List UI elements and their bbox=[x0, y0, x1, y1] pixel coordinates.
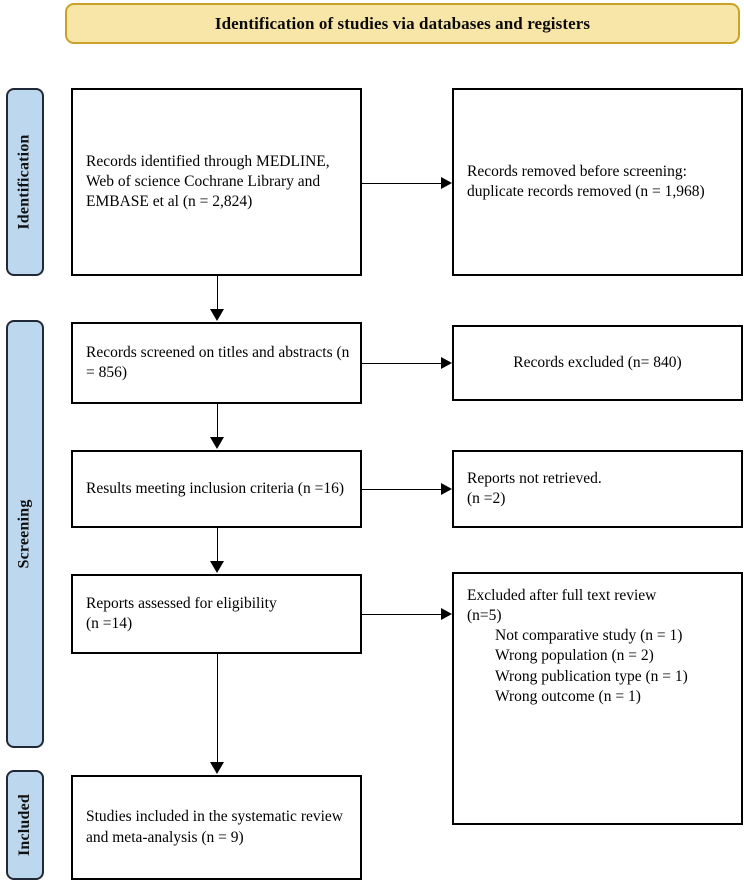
arrowhead-down-icon bbox=[210, 762, 224, 774]
arrowhead-right-icon bbox=[441, 483, 452, 495]
box-results-meeting-criteria-text: Results meeting inclusion criteria (n =1… bbox=[86, 479, 344, 497]
stage-label-screening: Screening bbox=[6, 320, 44, 748]
box-records-identified: Records identified through MEDLINE, Web … bbox=[71, 88, 362, 276]
diagram-title: Identification of studies via databases … bbox=[214, 13, 591, 33]
excluded-full-line-2: (n=5) bbox=[467, 607, 502, 625]
stage-label-screening-text: Screening bbox=[16, 499, 33, 569]
arrowhead-down-icon bbox=[210, 437, 224, 449]
arrowhead-down-icon bbox=[210, 309, 224, 321]
reports-not-retrieved-line-2: (n =2) bbox=[467, 490, 506, 507]
box-reports-assessed: Reports assessed for eligibility (n =14) bbox=[71, 574, 362, 654]
excluded-reason-item: Wrong publication type (n = 1) bbox=[495, 667, 688, 685]
connector-results-to-not-retrieved bbox=[362, 489, 442, 490]
excluded-reason-item: Wrong outcome (n = 1) bbox=[495, 687, 641, 705]
box-records-excluded-text: Records excluded (n= 840) bbox=[513, 353, 682, 371]
box-results-meeting-criteria: Results meeting inclusion criteria (n =1… bbox=[71, 450, 362, 528]
stage-label-identification: Identification bbox=[6, 88, 44, 276]
connector-results-to-assessed bbox=[217, 528, 218, 562]
box-records-excluded: Records excluded (n= 840) bbox=[452, 325, 743, 401]
connector-screened-to-results bbox=[217, 404, 218, 438]
excluded-reason-item: Not comparative study (n = 1) bbox=[495, 627, 683, 645]
connector-identified-to-removed bbox=[362, 183, 442, 184]
excluded-reason-item: Wrong population (n = 2) bbox=[495, 647, 654, 665]
box-excluded-after-full-text: Excluded after full text review (n=5) No… bbox=[452, 572, 743, 825]
connector-screened-to-excluded bbox=[362, 363, 442, 364]
connector-assessed-to-included bbox=[217, 654, 218, 763]
arrowhead-down-icon bbox=[210, 561, 224, 573]
box-studies-included: Studies included in the systematic revie… bbox=[71, 775, 362, 880]
arrowhead-right-icon bbox=[441, 357, 452, 369]
stage-label-included-text: Included bbox=[16, 793, 34, 857]
box-records-screened-text: Records screened on titles and abstracts… bbox=[86, 343, 350, 381]
box-records-screened: Records screened on titles and abstracts… bbox=[71, 322, 362, 404]
reports-not-retrieved-line-1: Reports not retrieved. bbox=[467, 469, 602, 487]
stage-label-identification-text: Identification bbox=[16, 134, 33, 230]
box-records-removed: Records removed before screening: duplic… bbox=[452, 88, 743, 276]
box-reports-assessed-text: Reports assessed for eligibility (n =14) bbox=[73, 594, 360, 634]
excluded-full-line-1: Excluded after full text review bbox=[467, 587, 657, 604]
diagram-header-banner: Identification of studies via databases … bbox=[65, 3, 740, 44]
reports-assessed-line-2: (n =14) bbox=[86, 615, 133, 632]
box-excluded-after-full-text-content: Excluded after full text review (n=5) No… bbox=[454, 574, 741, 707]
box-reports-not-retrieved: Reports not retrieved. (n =2) bbox=[452, 450, 743, 528]
connector-assessed-to-excluded-full bbox=[362, 614, 442, 615]
box-records-removed-text: Records removed before screening: duplic… bbox=[467, 162, 705, 200]
reports-assessed-line-1: Reports assessed for eligibility bbox=[86, 594, 277, 612]
arrowhead-right-icon bbox=[441, 608, 452, 620]
box-studies-included-text: Studies included in the systematic revie… bbox=[86, 808, 343, 846]
connector-identified-to-screened bbox=[217, 276, 218, 310]
stage-label-included: Included bbox=[6, 770, 44, 880]
box-reports-not-retrieved-text: Reports not retrieved. (n =2) bbox=[454, 469, 741, 509]
box-records-identified-text: Records identified through MEDLINE, Web … bbox=[86, 152, 330, 211]
arrowhead-right-icon bbox=[441, 177, 452, 189]
